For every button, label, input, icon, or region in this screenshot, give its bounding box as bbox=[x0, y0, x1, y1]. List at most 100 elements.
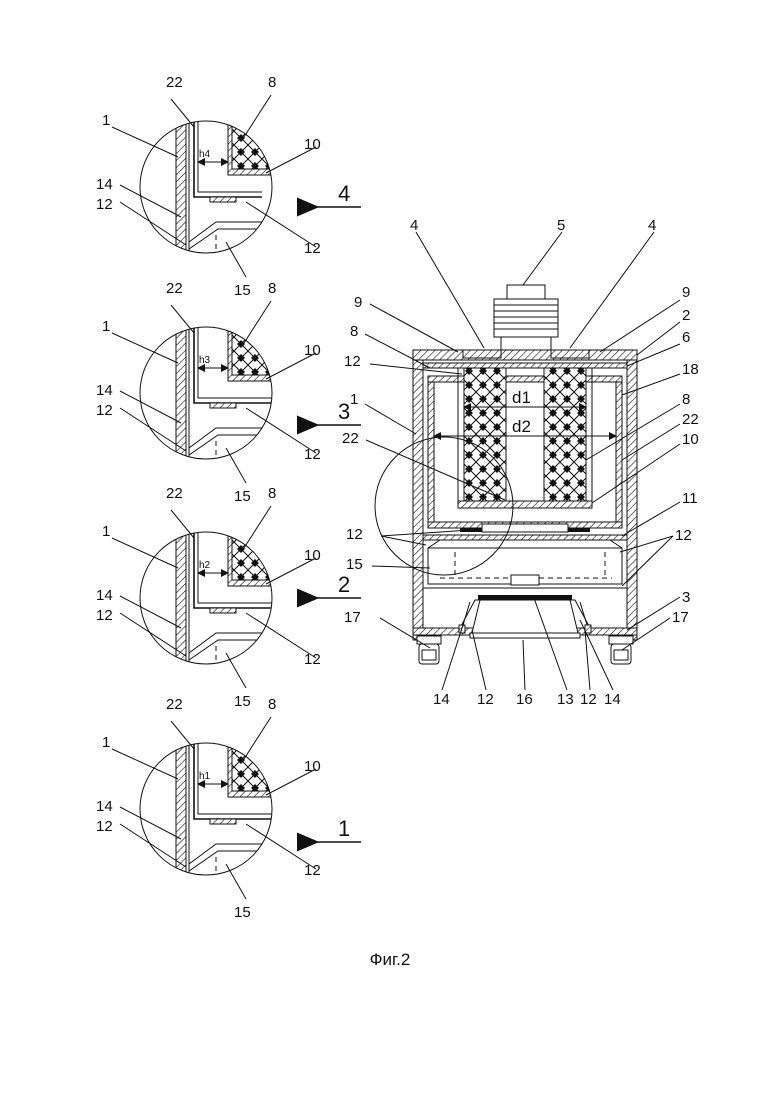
label-10: 10 bbox=[682, 431, 699, 448]
inner-chamber-wall-left bbox=[428, 376, 434, 528]
housing-left-wall bbox=[413, 350, 423, 640]
label-15: 15 bbox=[346, 556, 363, 573]
housing-right-wall bbox=[627, 350, 637, 640]
detail-2-label-n14: 14 bbox=[96, 587, 113, 604]
label-8-right: 8 bbox=[682, 391, 690, 408]
winding-left bbox=[464, 368, 506, 501]
label-12-left: 12 bbox=[346, 526, 363, 543]
detail-1-label-n14: 14 bbox=[96, 798, 113, 815]
detail-4-label-n22: 22 bbox=[166, 74, 183, 91]
detail-3-label-n22: 22 bbox=[166, 280, 183, 297]
stage-number: 4 bbox=[338, 181, 350, 206]
flange-left bbox=[463, 350, 501, 358]
label-5: 5 bbox=[557, 217, 565, 234]
connector-neck bbox=[501, 337, 551, 350]
detail-1-label-n12a: 12 bbox=[96, 818, 113, 835]
detail-4-label-n8: 8 bbox=[268, 74, 276, 91]
detail-2-label-n22: 22 bbox=[166, 485, 183, 502]
detail-1-label-n12b: 12 bbox=[304, 862, 321, 879]
detail-3-label-n12a: 12 bbox=[96, 402, 113, 419]
label-4-right: 4 bbox=[648, 217, 656, 234]
gap-label: h1 bbox=[199, 771, 211, 782]
label-d1: d1 bbox=[512, 388, 531, 407]
separator-plate bbox=[423, 535, 627, 540]
detail-4-label-n1: 1 bbox=[102, 112, 110, 129]
label-2: 2 bbox=[682, 307, 690, 324]
label-17-left: 17 bbox=[344, 609, 361, 626]
label-4-left: 4 bbox=[410, 217, 418, 234]
label-12-right: 12 bbox=[675, 527, 692, 544]
detail-view-4: h4228110141212154 bbox=[96, 74, 361, 299]
label-16: 16 bbox=[516, 691, 533, 708]
heatsink-16 bbox=[472, 600, 578, 633]
label-9-left: 9 bbox=[354, 294, 362, 311]
label-6: 6 bbox=[682, 329, 690, 346]
stage-number: 1 bbox=[338, 816, 350, 841]
label-14-right: 14 bbox=[604, 691, 621, 708]
inner-top-plate bbox=[423, 363, 627, 368]
detail-3-label-n15: 15 bbox=[234, 488, 251, 505]
stud-13 bbox=[511, 575, 539, 585]
winding-tray bbox=[458, 501, 592, 508]
label-9-right: 9 bbox=[682, 284, 690, 301]
label-18: 18 bbox=[682, 361, 699, 378]
connector-cap bbox=[507, 285, 545, 299]
detail-1-label-n22: 22 bbox=[166, 696, 183, 713]
winding-right bbox=[544, 368, 586, 501]
gap-label: h2 bbox=[199, 560, 211, 571]
label-22-right: 22 bbox=[682, 411, 699, 428]
label-1: 1 bbox=[350, 391, 358, 408]
detail-view-1: h1 22 8 1 10 14 12 12 15 1 bbox=[96, 696, 361, 921]
detail-2-label-n1: 1 bbox=[102, 523, 110, 540]
figure-caption: Фиг.2 bbox=[0, 950, 780, 970]
stage-number: 2 bbox=[338, 572, 350, 597]
top-lid bbox=[413, 350, 637, 360]
detail-3-label-n14: 14 bbox=[96, 382, 113, 399]
detail-3-label-n10: 10 bbox=[304, 342, 321, 359]
detail-2-label-n12b: 12 bbox=[304, 651, 321, 668]
stage-number: 3 bbox=[338, 399, 350, 424]
detail-1-label-n15: 15 bbox=[234, 904, 251, 921]
detail-4-label-n12b: 12 bbox=[304, 240, 321, 257]
label-d2: d2 bbox=[512, 417, 531, 436]
label-22-left: 22 bbox=[342, 430, 359, 447]
detail-view-2: h2228110141212152 bbox=[96, 485, 361, 710]
detail-2-label-n12a: 12 bbox=[96, 607, 113, 624]
detail-2-label-n8: 8 bbox=[268, 485, 276, 502]
detail-view-3: h3 22 8 1 10 14 12 12 15 3 bbox=[96, 280, 361, 505]
insulator-right bbox=[568, 528, 590, 532]
inner-chamber-top bbox=[428, 376, 622, 382]
detail-4-label-n12a: 12 bbox=[96, 196, 113, 213]
inner-chamber-wall-right bbox=[616, 376, 622, 528]
label-17-right: 17 bbox=[672, 609, 689, 626]
gap-label: h3 bbox=[199, 355, 211, 366]
detail-4-label-n10: 10 bbox=[304, 136, 321, 153]
detail-4-label-n15: 15 bbox=[234, 282, 251, 299]
flange-right bbox=[551, 350, 589, 358]
label-8-top: 8 bbox=[350, 323, 358, 340]
detail-1-label-n8: 8 bbox=[268, 696, 276, 713]
label-14-left: 14 bbox=[433, 691, 450, 708]
detail-2-label-n15: 15 bbox=[234, 693, 251, 710]
detail-3-label-n12b: 12 bbox=[304, 446, 321, 463]
label-11: 11 bbox=[682, 490, 698, 507]
label-12-top: 12 bbox=[344, 353, 361, 370]
label-12-bottom-left: 12 bbox=[477, 691, 494, 708]
spacer-11 bbox=[482, 524, 568, 532]
main-section-view: 4 5 4 9 9 2 8 6 12 18 1 d1 8 d2 22 22 10… bbox=[342, 217, 699, 708]
wheel-left bbox=[417, 636, 441, 664]
detail-2-label-n10: 10 bbox=[304, 547, 321, 564]
label-12-bottom-right: 12 bbox=[580, 691, 597, 708]
detail-3-label-n1: 1 bbox=[102, 318, 110, 335]
detail-views: h4228110141212154h3228110141212153h22281… bbox=[96, 74, 361, 921]
detail-1-label-n10: 10 bbox=[304, 758, 321, 775]
label-3: 3 bbox=[682, 589, 690, 606]
heat-plate-13 bbox=[478, 595, 572, 600]
base-16 bbox=[470, 633, 580, 638]
gap-label: h4 bbox=[199, 149, 211, 160]
detail-1-label-n1: 1 bbox=[102, 734, 110, 751]
label-13: 13 bbox=[557, 691, 574, 708]
detail-3-label-n8: 8 bbox=[268, 280, 276, 297]
wheel-right bbox=[609, 636, 633, 664]
